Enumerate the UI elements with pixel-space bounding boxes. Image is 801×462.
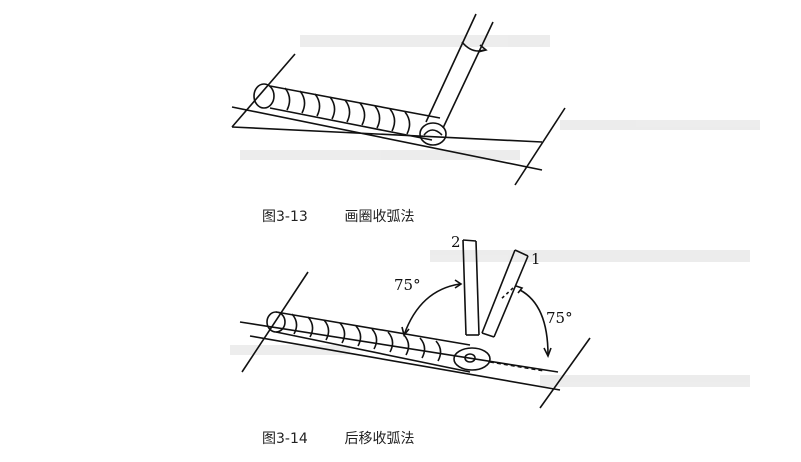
angle-label-right: 75° bbox=[546, 309, 573, 327]
figure-number: 图3-14 bbox=[262, 431, 308, 447]
rod-label-2: 2 bbox=[451, 233, 461, 251]
background-bleed-text bbox=[230, 35, 760, 387]
weld-bead-3-13 bbox=[253, 83, 441, 141]
crater-circle bbox=[419, 122, 447, 146]
plate-edge-right bbox=[514, 107, 566, 186]
plate-edge-right bbox=[539, 337, 591, 409]
plate-edge-left bbox=[241, 271, 309, 373]
plate-line-lower bbox=[231, 106, 543, 171]
crater-end bbox=[453, 347, 491, 371]
electrode-3-13 bbox=[425, 13, 494, 129]
angle-arc-right bbox=[519, 289, 549, 356]
plate-line-lower bbox=[249, 335, 561, 391]
travel-path-dashed bbox=[489, 361, 546, 372]
figure-title: 画圈收弧法 bbox=[344, 209, 415, 225]
figure-3-14-caption: 图3-14 后移收弧法 bbox=[262, 428, 414, 448]
electrode-2 bbox=[462, 239, 480, 336]
angle-label-left: 75° bbox=[394, 276, 421, 294]
angle-arc-left bbox=[403, 283, 461, 336]
figure-3-14-drawing bbox=[239, 239, 591, 409]
plate-edge-left bbox=[231, 53, 296, 128]
electrode-1 bbox=[481, 249, 529, 338]
figure-3-13-drawing bbox=[231, 13, 566, 186]
rod-label-1: 1 bbox=[531, 250, 541, 268]
plate-line-upper bbox=[231, 126, 543, 143]
figure-title: 后移收弧法 bbox=[344, 431, 415, 447]
weld-bead-3-14 bbox=[266, 311, 471, 373]
figure-3-13-caption: 图3-13 画圈收弧法 bbox=[262, 206, 414, 226]
figure-number: 图3-13 bbox=[262, 209, 308, 225]
